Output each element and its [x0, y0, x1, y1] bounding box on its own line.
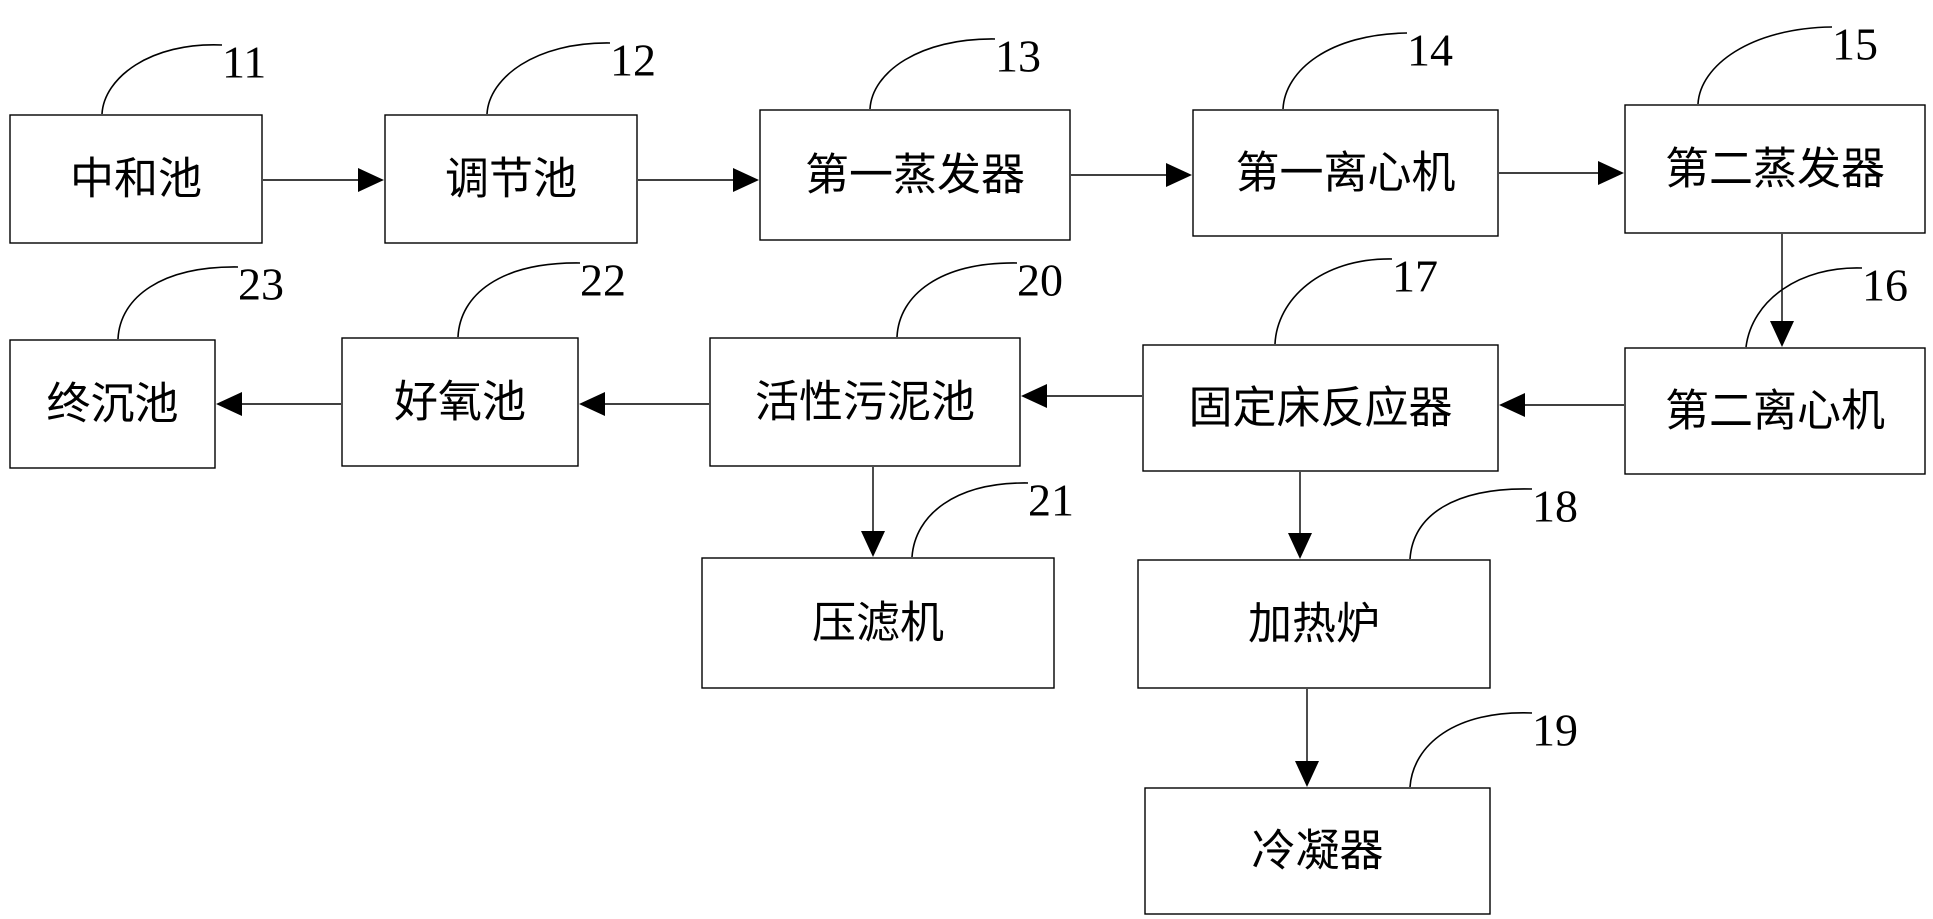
arrowhead: [1021, 384, 1047, 408]
process-node-box: [1137, 559, 1491, 689]
arrowhead: [216, 392, 242, 416]
reference-number: 13: [995, 31, 1041, 82]
reference-number: 19: [1532, 705, 1578, 756]
arrowhead: [358, 168, 384, 192]
reference-number: 18: [1532, 481, 1578, 532]
process-node-box: [1624, 347, 1926, 475]
arrowhead: [1499, 393, 1525, 417]
reference-leader-line: [101, 44, 223, 115]
reference-leader-line: [1745, 267, 1863, 348]
process-node-20: 活性污泥池: [709, 337, 1021, 467]
process-node-12: 调节池: [384, 114, 638, 244]
process-node-label: 调节池: [445, 154, 577, 205]
reference-leader-line: [117, 266, 239, 340]
reference-leader-line: [1409, 712, 1533, 788]
process-node-label: 活性污泥池: [755, 377, 975, 428]
reference-number: 17: [1392, 251, 1438, 302]
process-node-label: 第二离心机: [1665, 386, 1885, 437]
process-node-box: [341, 337, 579, 467]
process-node-label: 好氧池: [394, 377, 526, 428]
arrowhead: [1598, 161, 1624, 185]
process-node-label: 终沉池: [47, 379, 179, 430]
reference-leader-line: [896, 262, 1018, 338]
arrowhead: [861, 531, 885, 557]
process-node-label: 固定床反应器: [1189, 383, 1453, 434]
reference-number: 11: [222, 37, 266, 88]
reference-leader-line: [1409, 488, 1533, 560]
process-node-16: 第二离心机: [1624, 347, 1926, 475]
process-node-21: 压滤机: [701, 557, 1055, 689]
arrowhead: [1770, 321, 1794, 347]
process-node-19: 冷凝器: [1144, 787, 1491, 915]
reference-leader-line: [457, 262, 581, 338]
process-node-box: [1144, 787, 1491, 915]
reference-number: 15: [1832, 19, 1878, 70]
process-node-box: [759, 109, 1071, 241]
arrowhead: [579, 392, 605, 416]
reference-number: 14: [1407, 25, 1453, 76]
reference-leader-line: [911, 482, 1029, 558]
arrowhead: [1288, 533, 1312, 559]
process-node-box: [1142, 344, 1499, 472]
reference-number: 23: [238, 259, 284, 310]
process-node-label: 中和池: [70, 154, 202, 205]
arrowhead: [1295, 761, 1319, 787]
reference-leader-line: [869, 38, 996, 110]
process-node-13: 第一蒸发器: [759, 109, 1071, 241]
process-node-label: 冷凝器: [1252, 826, 1384, 877]
process-node-23: 终沉池: [9, 339, 216, 469]
process-node-22: 好氧池: [341, 337, 579, 467]
process-node-label: 第一离心机: [1236, 148, 1456, 199]
process-node-box: [701, 557, 1055, 689]
process-node-15: 第二蒸发器: [1624, 104, 1926, 234]
process-node-11: 中和池: [9, 114, 263, 244]
process-node-box: [709, 337, 1021, 467]
process-node-box: [384, 114, 638, 244]
process-node-label: 加热炉: [1248, 599, 1380, 650]
process-node-label: 第一蒸发器: [805, 150, 1025, 201]
reference-number: 22: [580, 255, 626, 306]
reference-leader-line: [1274, 258, 1393, 345]
process-node-box: [1192, 109, 1499, 237]
process-node-box: [1624, 104, 1926, 234]
reference-number: 20: [1017, 255, 1063, 306]
flow-arrows: [216, 161, 1794, 787]
reference-leaders: 11 12 13 14 15 16 17 18 19 20 21 22 23: [101, 19, 1908, 788]
reference-number: 12: [610, 35, 656, 86]
process-node-14: 第一离心机: [1192, 109, 1499, 237]
reference-leader-line: [1282, 32, 1408, 110]
reference-leader-line: [1697, 26, 1833, 105]
process-node-17: 固定床反应器: [1142, 344, 1499, 472]
process-node-18: 加热炉: [1137, 559, 1491, 689]
arrowhead: [733, 168, 759, 192]
reference-leader-line: [486, 42, 611, 115]
process-node-box: [9, 114, 263, 244]
process-node-box: [9, 339, 216, 469]
reference-number: 21: [1028, 475, 1074, 526]
process-node-label: 压滤机: [812, 598, 944, 649]
process-node-label: 第二蒸发器: [1665, 144, 1885, 195]
reference-number: 16: [1862, 260, 1908, 311]
arrowhead: [1166, 163, 1192, 187]
